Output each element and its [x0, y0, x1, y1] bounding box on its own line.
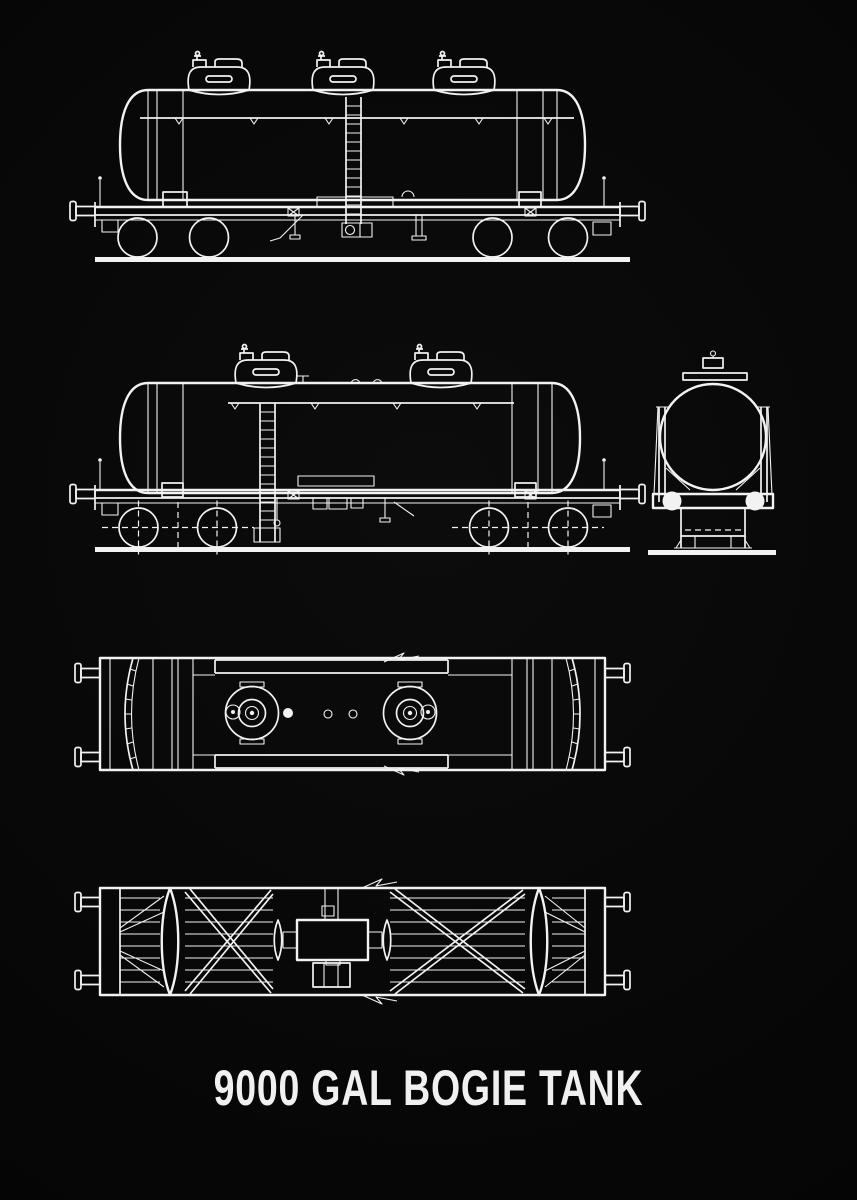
section-marks	[383, 652, 420, 776]
dome-circles	[224, 681, 438, 745]
buffers	[69, 458, 646, 505]
tank-body	[118, 88, 587, 208]
rail-line	[95, 257, 630, 262]
ladder	[253, 403, 281, 543]
filler-domes	[234, 343, 473, 389]
center-fittings	[283, 708, 358, 719]
tank-body	[118, 375, 582, 498]
buffers	[69, 176, 646, 222]
rail-line	[648, 550, 776, 555]
plan-outline	[98, 656, 607, 772]
underframe-plan-view	[72, 872, 642, 1012]
rail-line	[95, 547, 630, 552]
chassis	[94, 485, 621, 527]
side-elevation-three-domes-drawing	[69, 50, 646, 262]
left-end-bracing	[119, 886, 180, 997]
end-elevation-drawing	[648, 350, 776, 555]
top-plan-view	[72, 644, 642, 784]
filler-domes	[187, 50, 496, 96]
end-frame	[651, 406, 775, 549]
right-end-bracing	[529, 886, 586, 997]
ladder	[345, 97, 362, 224]
right-x-brace-panel	[389, 888, 526, 995]
poster-title: 9000 GAL BOGIE TANK	[213, 1060, 644, 1116]
side-elevation-three-domes-view	[69, 50, 646, 264]
wheels	[102, 499, 604, 556]
end-elevation-view	[648, 350, 778, 560]
underframe-plan-drawing	[74, 878, 631, 1005]
side-elevation-two-domes-view	[69, 343, 646, 556]
top-plan-drawing	[98, 652, 607, 776]
left-x-brace-panel	[184, 888, 274, 995]
underframe-outline	[98, 886, 607, 997]
center-gear	[273, 888, 392, 988]
section-marks	[361, 878, 398, 1005]
tank-end	[658, 350, 768, 492]
side-elevation-two-domes-drawing	[69, 343, 646, 556]
